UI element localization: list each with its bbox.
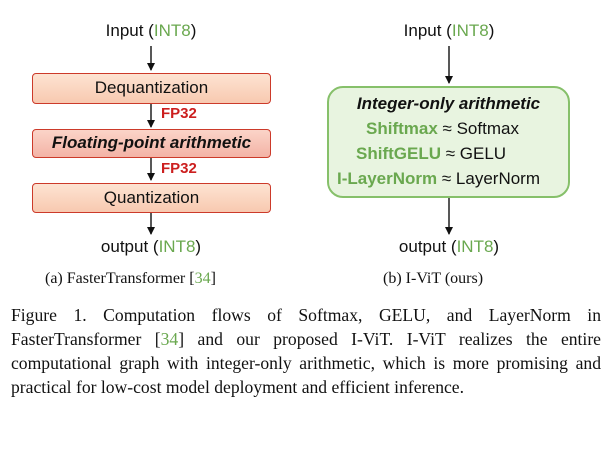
- dequantization-label: Dequantization: [94, 78, 209, 97]
- i-layernorm-op: I-LayerNorm: [337, 169, 438, 188]
- left-input-suffix: ): [190, 21, 197, 40]
- left-output-suffix: ): [195, 237, 202, 256]
- left-input-label: Input (INT8): [98, 21, 204, 41]
- shiftmax-op: Shiftmax: [366, 119, 438, 138]
- left-subcaption-ref: 34: [194, 270, 211, 287]
- right-output-label: output (INT8): [387, 237, 511, 257]
- fp32-label-2: FP32: [161, 160, 197, 177]
- floating-point-label: Floating-point arithmetic: [51, 133, 252, 152]
- figure-caption: Figure 1. Computation flows of Softmax, …: [11, 303, 601, 399]
- right-output-type: INT8: [456, 237, 494, 256]
- left-subcaption-prefix: (a) FasterTransformer [: [45, 270, 195, 287]
- right-output-suffix: ): [493, 237, 500, 256]
- fp32-label-1: FP32: [161, 105, 197, 122]
- right-input-prefix: Input (: [403, 21, 452, 40]
- shiftmax-approx: ≈ Softmax: [442, 119, 519, 138]
- left-output-prefix: output (: [100, 237, 159, 256]
- shiftgelu-row: ShiftGELU ≈ GELU: [356, 144, 506, 164]
- left-input-prefix: Input (: [105, 21, 154, 40]
- right-input-suffix: ): [488, 21, 495, 40]
- quantization-box: Quantization: [32, 183, 271, 213]
- left-output-label: output (INT8): [89, 237, 213, 257]
- integer-only-box: [327, 86, 570, 198]
- caption-ref: 34: [160, 329, 179, 349]
- i-layernorm-row: I-LayerNorm ≈ LayerNorm: [337, 169, 540, 189]
- i-layernorm-approx: ≈ LayerNorm: [441, 169, 541, 188]
- left-subcaption: (a) FasterTransformer [34]: [45, 270, 216, 288]
- quantization-label: Quantization: [103, 188, 200, 207]
- dequantization-box: Dequantization: [32, 73, 271, 104]
- caption-part2: ] and our proposed I-ViT. I-ViT realizes…: [11, 329, 601, 397]
- right-input-label: Input (INT8): [396, 21, 502, 41]
- left-input-type: INT8: [153, 21, 191, 40]
- shiftgelu-op: ShiftGELU: [356, 144, 441, 163]
- right-output-prefix: output (: [398, 237, 457, 256]
- right-input-type: INT8: [451, 21, 489, 40]
- right-subcaption: (b) I-ViT (ours): [383, 270, 484, 287]
- left-subcaption-suffix: ]: [210, 270, 216, 287]
- caption-part1: Figure 1. Computation flows of Softmax, …: [11, 305, 601, 349]
- shiftmax-row: Shiftmax ≈ Softmax: [366, 119, 519, 139]
- left-output-type: INT8: [158, 237, 196, 256]
- floating-point-box: Floating-point arithmetic: [32, 129, 271, 158]
- integer-only-title: Integer-only arithmetic: [356, 94, 541, 113]
- shiftgelu-approx: ≈ GELU: [445, 144, 507, 163]
